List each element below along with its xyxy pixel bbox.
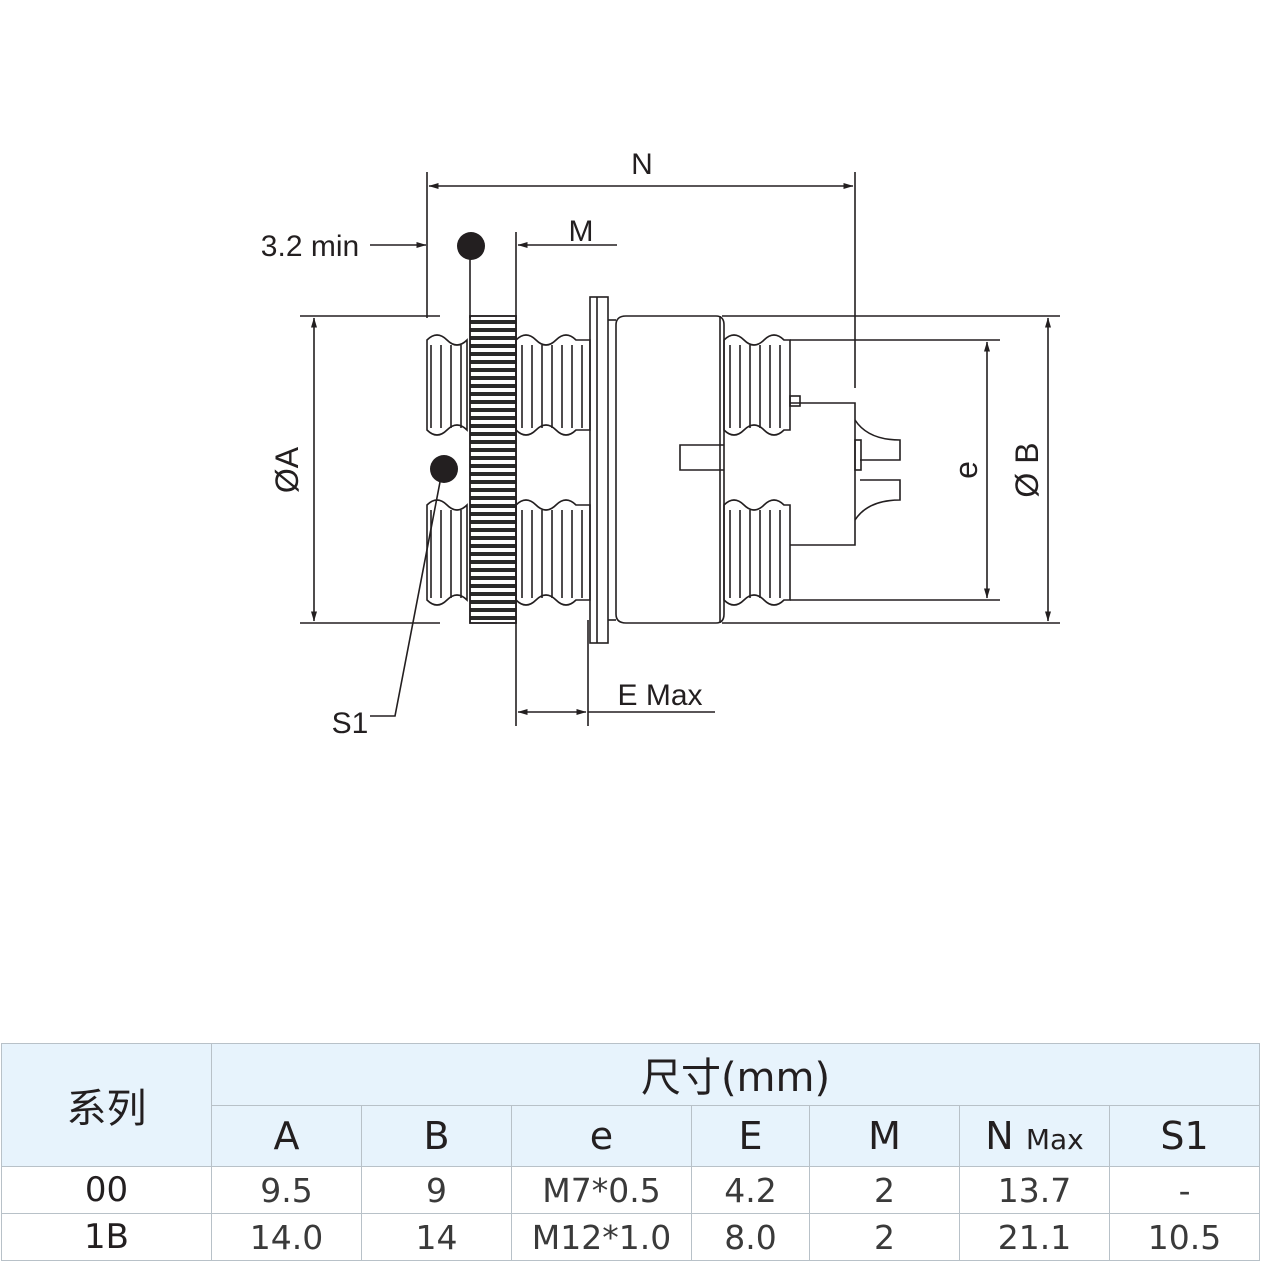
connector-dimension-drawing: N 3.2 min M ØA Ø B e S1 E Max xyxy=(261,148,1060,740)
cell-m: 2 xyxy=(809,1166,960,1214)
col-header-n-suffix: Max xyxy=(1025,1122,1084,1156)
cell-a: 9.5 xyxy=(211,1166,362,1214)
series-header: 系列 xyxy=(1,1043,212,1167)
cell-n: 21.1 xyxy=(959,1213,1110,1261)
cell-e: 4.2 xyxy=(691,1166,810,1214)
label-diameter-a: ØA xyxy=(269,446,305,493)
cell-n: 13.7 xyxy=(959,1166,1110,1214)
label-m: M xyxy=(569,215,594,248)
col-header-e-small: e xyxy=(511,1104,692,1167)
cell-b: 14 xyxy=(361,1213,512,1261)
label-diameter-b: Ø B xyxy=(1009,442,1045,497)
dimension-table: 系列 尺寸(mm) A B e E M N Max S1 00 9.5 9 M7… xyxy=(1,1043,1261,1261)
dimension-header: 尺寸(mm) xyxy=(210,1043,1261,1106)
row-series: 1B xyxy=(1,1213,212,1261)
table-row: 00 9.5 9 M7*0.5 4.2 2 13.7 - xyxy=(1,1166,1261,1214)
reference-dot-top xyxy=(457,232,485,260)
cell-s1: 10.5 xyxy=(1108,1213,1261,1261)
row-series: 00 xyxy=(1,1166,212,1214)
table-row: 1B 14.0 14 M12*1.0 8.0 2 21.1 10.5 xyxy=(1,1213,1261,1261)
col-header-b: B xyxy=(361,1104,512,1167)
col-header-e: E xyxy=(691,1104,810,1167)
cell-e: 8.0 xyxy=(691,1213,810,1261)
cell-m: 2 xyxy=(809,1213,960,1261)
col-header-n-max: N Max xyxy=(959,1104,1110,1167)
cell-a: 14.0 xyxy=(211,1213,362,1261)
label-s1: S1 xyxy=(332,707,369,740)
cell-s1: - xyxy=(1108,1166,1261,1214)
label-n: N xyxy=(631,148,653,181)
cell-e-small: M7*0.5 xyxy=(511,1166,692,1214)
label-e-small: e xyxy=(948,461,984,479)
cell-b: 9 xyxy=(361,1166,512,1214)
cell-e-small: M12*1.0 xyxy=(511,1213,692,1261)
col-header-a: A xyxy=(211,1104,362,1167)
col-header-s1: S1 xyxy=(1108,1104,1261,1167)
label-e-max: E Max xyxy=(617,679,702,712)
reference-dot-mid xyxy=(430,455,458,483)
label-min: 3.2 min xyxy=(261,230,359,263)
col-header-n-label: N xyxy=(985,1113,1014,1158)
col-header-m: M xyxy=(809,1104,960,1167)
